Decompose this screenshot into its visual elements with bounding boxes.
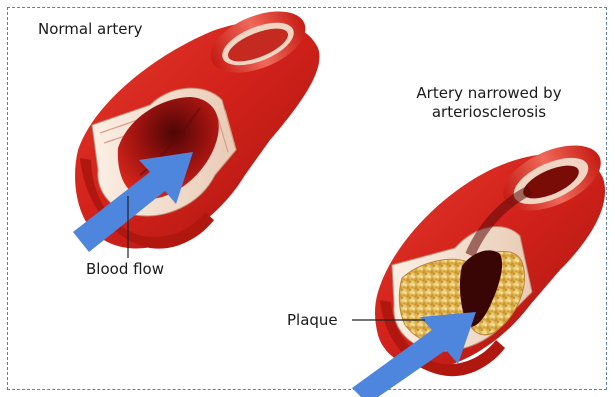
narrowed-artery-illustration (375, 132, 610, 376)
narrowed-artery-label-line1: Artery narrowed by (386, 84, 592, 103)
narrowed-artery-label-line2: arteriosclerosis (386, 103, 592, 122)
plaque-label: Plaque (287, 311, 338, 330)
blood-flow-label: Blood flow (86, 260, 164, 279)
narrowed-artery-label: Artery narrowed by arteriosclerosis (386, 84, 592, 122)
normal-artery-label: Normal artery (38, 20, 143, 39)
